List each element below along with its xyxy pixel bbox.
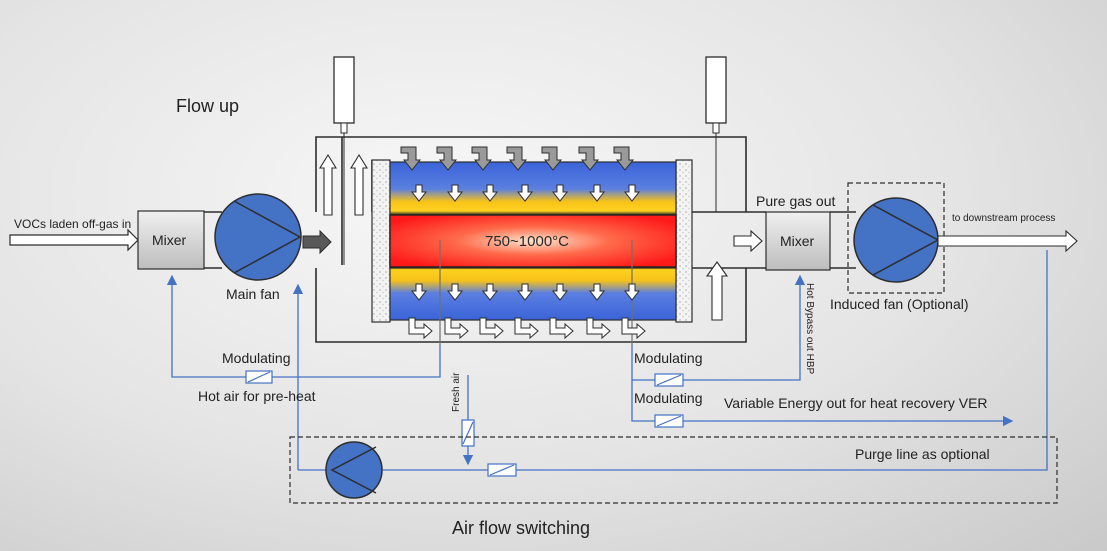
arrow-right-icon xyxy=(733,229,763,253)
main-fan[interactable] xyxy=(214,193,302,281)
bent-arrow-icon xyxy=(549,317,574,340)
hot-air-preheat-label: Hot air for pre-heat xyxy=(198,388,316,404)
bent-arrow-icon xyxy=(471,146,493,171)
damper-icon[interactable] xyxy=(487,463,517,477)
bent-arrow-icon xyxy=(408,317,433,340)
inlet-label: VOCs laden off-gas in xyxy=(14,217,131,231)
induced-fan-label: Induced fan (Optional) xyxy=(830,296,969,312)
to-downstream-label: to downstream process xyxy=(952,213,1055,224)
mixer-left-label: Mixer xyxy=(152,232,187,248)
control-lines xyxy=(166,250,1048,471)
arrow-down-icon xyxy=(410,283,428,301)
arrow-down-icon xyxy=(446,184,464,202)
arrow-down-icon xyxy=(446,283,464,301)
purge-line-label: Purge line as optional xyxy=(855,446,990,462)
main-fan-label: Main fan xyxy=(226,286,280,302)
modulating-right-2-label: Modulating xyxy=(634,390,703,406)
inlet-arrow xyxy=(9,228,139,252)
hot-zone-label: 750~1000°C xyxy=(485,233,569,250)
arrow-down-icon xyxy=(623,283,641,301)
outlet-arrow xyxy=(937,229,1078,253)
arrow-down-icon xyxy=(516,184,534,202)
bent-arrow-icon xyxy=(479,317,504,340)
flow-up-label: Flow up xyxy=(176,96,239,116)
bent-arrow-icon xyxy=(400,146,422,171)
damper-icon[interactable] xyxy=(654,373,684,387)
bent-arrow-icon xyxy=(541,146,563,171)
bent-arrow-icon xyxy=(514,317,539,340)
arrow-down-icon xyxy=(481,283,499,301)
arrow-right-icon xyxy=(302,229,332,255)
bent-arrow-icon xyxy=(613,146,635,171)
bent-arrow-icon xyxy=(586,317,611,340)
arrow-down-icon xyxy=(623,184,641,202)
mixer-left[interactable]: Mixer xyxy=(137,210,205,270)
arrow-row-top xyxy=(410,184,641,202)
insulation-right xyxy=(675,159,693,323)
arrow-down-icon xyxy=(551,184,569,202)
fresh-air-label: Fresh air xyxy=(451,372,462,412)
damper-icon[interactable] xyxy=(654,414,684,428)
arrow-up-icon xyxy=(705,261,729,321)
arrow-down-icon xyxy=(516,283,534,301)
arrow-down-icon xyxy=(551,283,569,301)
mixer-right[interactable]: Mixer xyxy=(765,211,831,271)
pure-gas-out-label: Pure gas out xyxy=(756,193,835,209)
modulating-right-1-label: Modulating xyxy=(634,350,703,366)
fan-icon xyxy=(853,197,939,283)
bent-arrow-icon xyxy=(436,146,458,171)
left-stack xyxy=(333,56,355,265)
mixer-right-label: Mixer xyxy=(780,233,815,249)
insulation-left xyxy=(371,159,391,323)
bent-arrow-icon xyxy=(506,146,528,171)
hot-zone xyxy=(389,214,677,268)
induced-fan[interactable] xyxy=(853,197,940,283)
damper-icon[interactable] xyxy=(245,370,273,384)
arrow-down-icon xyxy=(481,184,499,202)
fan-icon xyxy=(325,441,383,499)
fan-icon xyxy=(214,193,302,281)
bent-arrow-icon xyxy=(578,146,600,171)
arrow-down-icon xyxy=(588,184,606,202)
induced-fan-box xyxy=(847,182,945,294)
ductwork xyxy=(315,136,766,343)
bent-arrow-icon xyxy=(621,317,646,340)
damper-icon[interactable] xyxy=(461,419,475,447)
ver-label: Variable Energy out for heat recovery VE… xyxy=(724,395,988,411)
arrow-up-icon xyxy=(319,153,368,216)
modulating-left-label: Modulating xyxy=(222,350,291,366)
arrow-row-bottom xyxy=(410,283,641,301)
air-flow-switching-box xyxy=(289,436,1058,504)
switching-fan[interactable] xyxy=(325,441,383,499)
arrow-down-icon xyxy=(410,184,428,202)
hot-bypass-label: Hot Bypass out HBP xyxy=(804,283,815,374)
arrow-down-icon xyxy=(588,283,606,301)
air-flow-switching-label: Air flow switching xyxy=(452,518,590,538)
outflow-arrows xyxy=(408,317,646,340)
right-stack xyxy=(705,56,727,212)
inflow-arrows xyxy=(400,146,635,171)
bent-arrow-icon xyxy=(444,317,469,340)
